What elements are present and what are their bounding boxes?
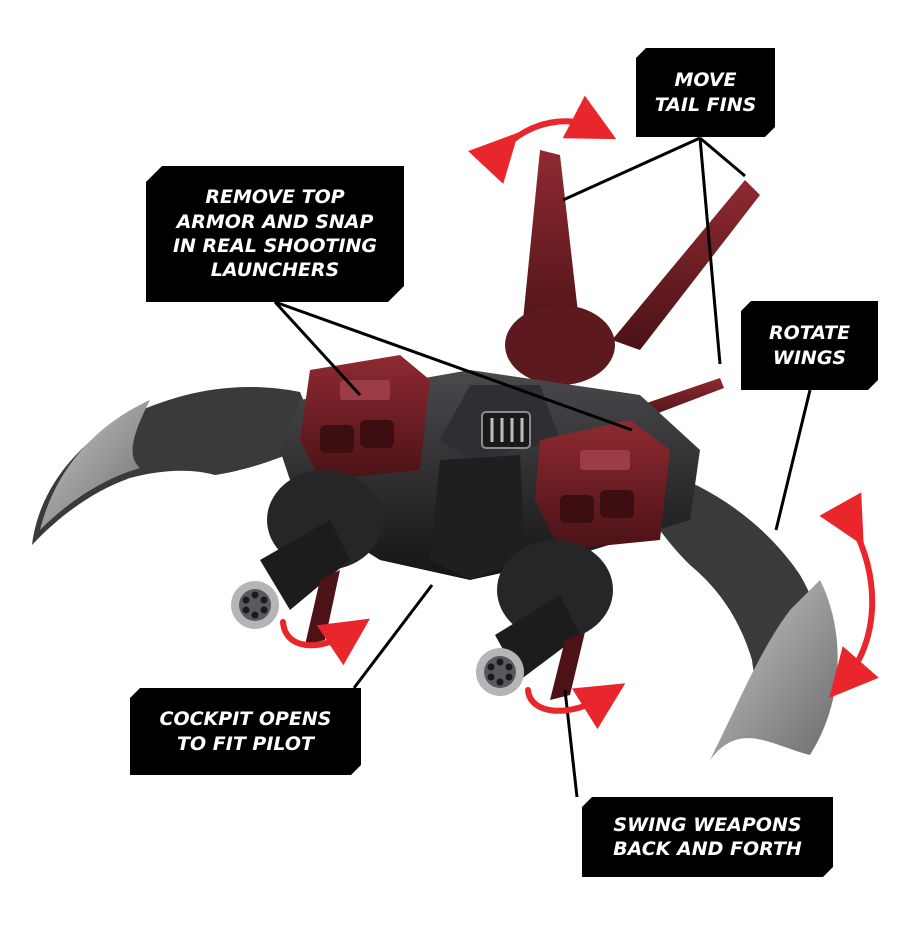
callout-line: WINGS (772, 346, 847, 369)
callout-line: LAUNCHERS (210, 259, 340, 282)
curved-double-arrow-icon (280, 95, 879, 730)
callout-line: ROTATE (768, 322, 851, 345)
callout-line: MOVE (674, 69, 737, 92)
callout-cockpit-opens: COCKPIT OPENS TO FIT PILOT (130, 688, 361, 775)
left-gatling-engine (231, 470, 383, 645)
right-gatling-engine (476, 540, 613, 700)
callout-line: IN REAL SHOOTING (172, 235, 378, 257)
tail-fins (505, 150, 760, 420)
callout-line: COCKPIT OPENS (159, 708, 332, 731)
callout-swing-weapons: SWING WEAPONS BACK AND FORTH (582, 797, 833, 877)
left-armor-pod (300, 355, 430, 480)
right-wing-blade (640, 470, 838, 760)
callout-line: SWING WEAPONS (613, 813, 802, 836)
callout-line: TAIL FINS (654, 93, 757, 116)
right-armor-pod (535, 420, 670, 550)
left-wing-blade (32, 386, 320, 545)
callout-line: TO FIT PILOT (177, 732, 314, 755)
callout-rotate-wings: ROTATE WINGS (741, 301, 878, 390)
callout-move-tail-fins: MOVE TAIL FINS (636, 48, 775, 137)
callout-line: BACK AND FORTH (613, 838, 802, 860)
callout-line: ARMOR AND SNAP (176, 210, 374, 233)
callout-line: REMOVE TOP (205, 186, 345, 209)
callout-remove-top-armor: REMOVE TOP ARMOR AND SNAP IN REAL SHOOTI… (146, 166, 404, 302)
